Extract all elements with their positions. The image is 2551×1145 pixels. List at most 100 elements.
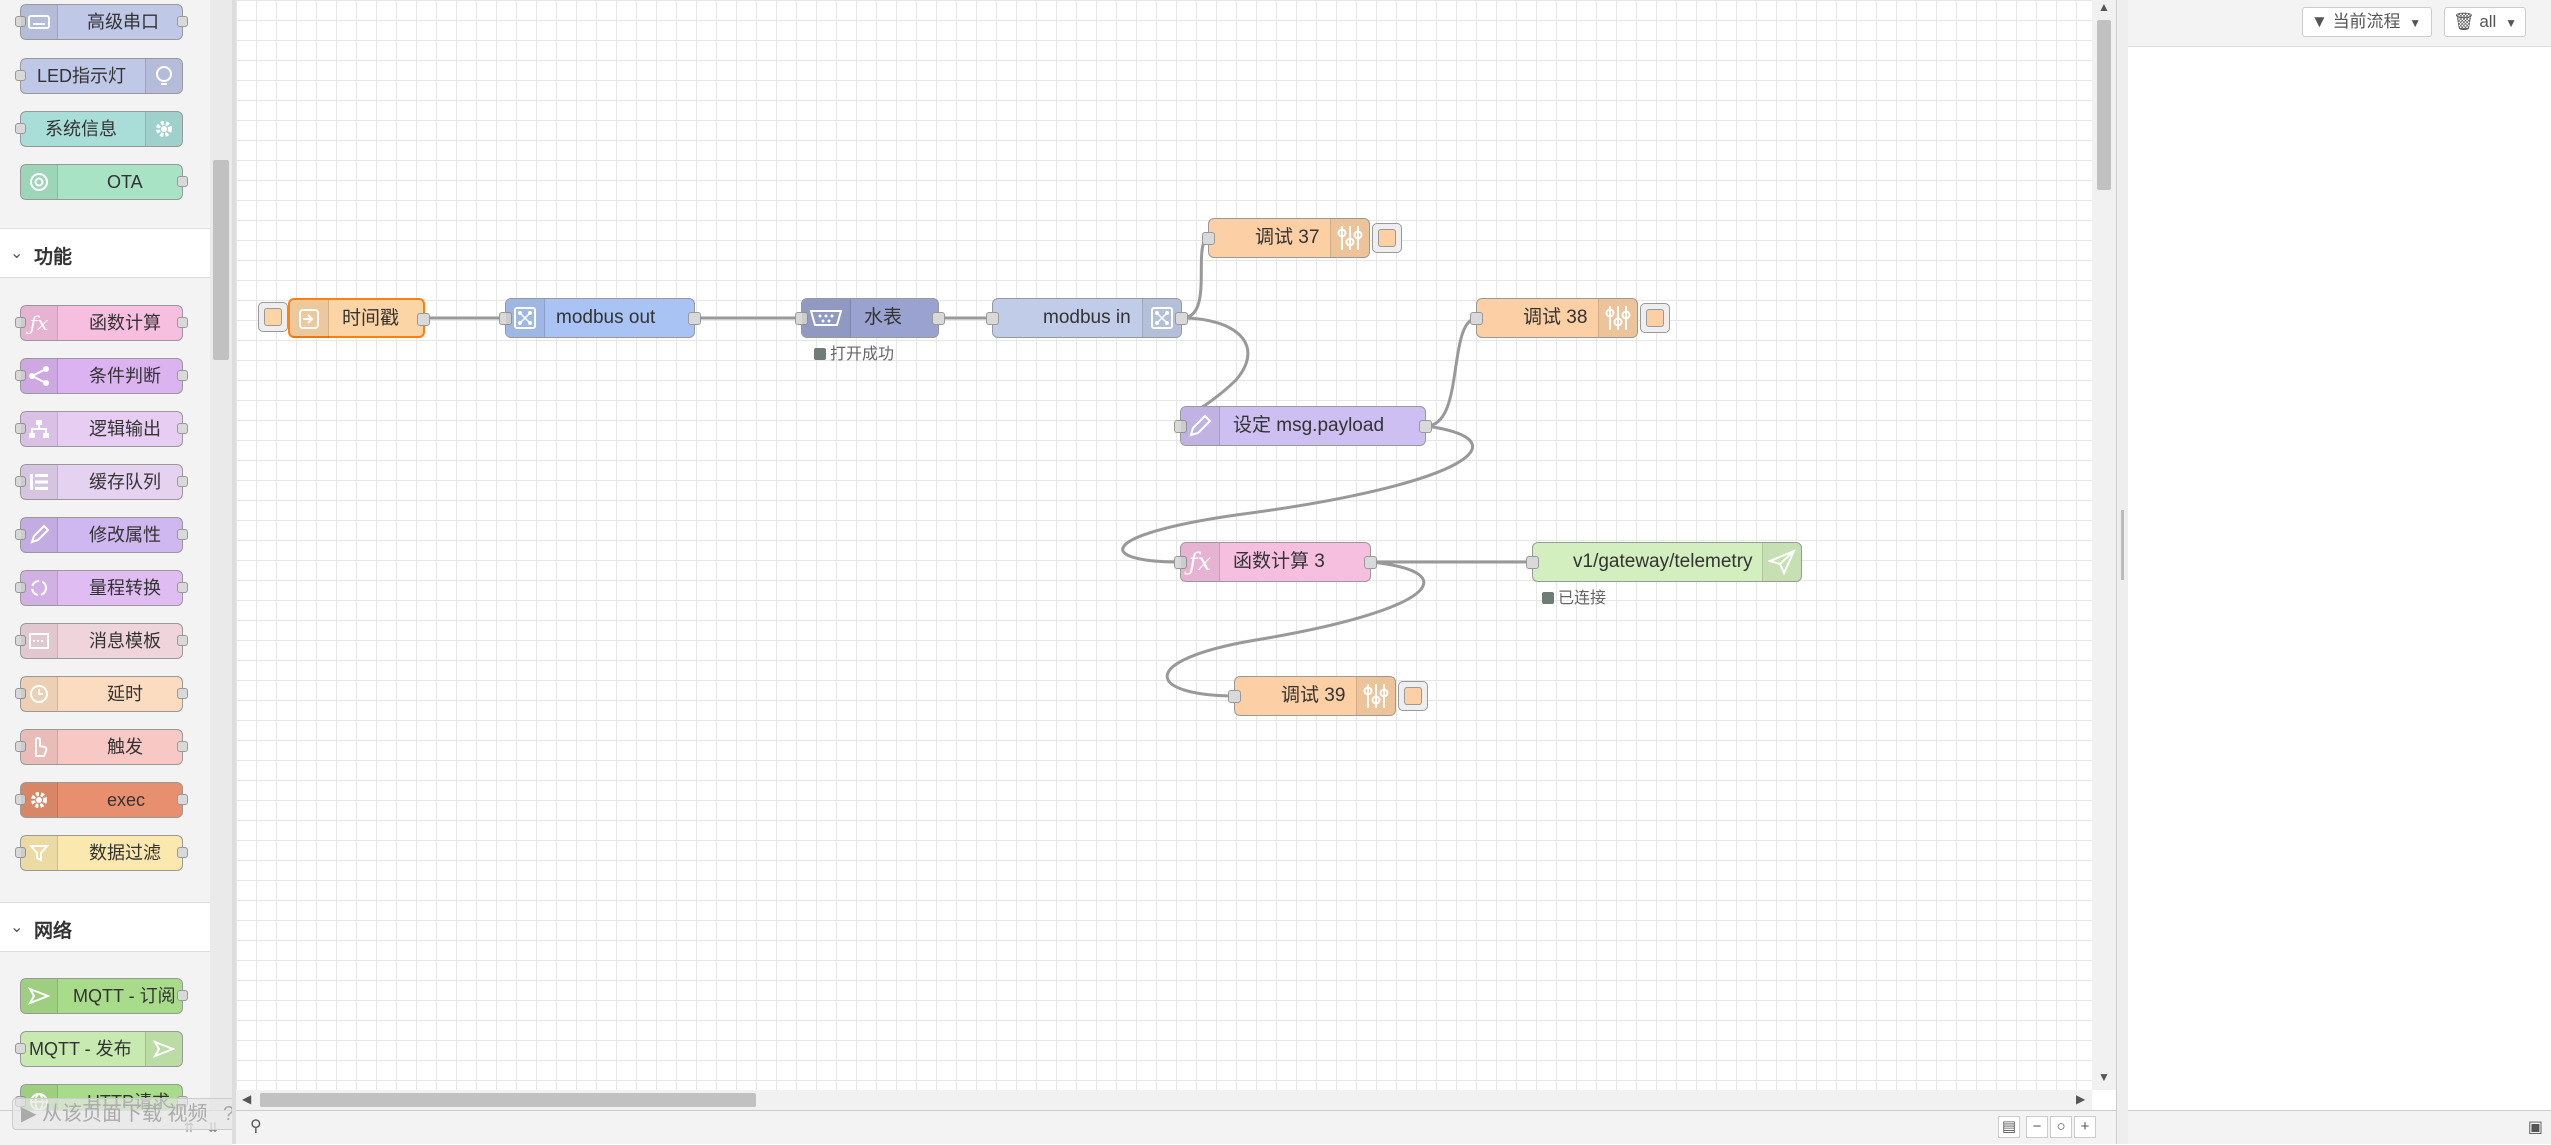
debug-filter-button[interactable]: ▼ 当前流程 ▼ bbox=[2302, 7, 2432, 37]
palette-node-range[interactable]: 量程转换 bbox=[15, 570, 188, 606]
category-header-network[interactable]: ⌄ 网络 bbox=[0, 902, 210, 952]
output-port[interactable] bbox=[1419, 420, 1432, 433]
palette-node-mqtt-out[interactable]: MQTT - 发布 bbox=[15, 1031, 183, 1067]
download-toast[interactable]: ▶ 从该页面下载 视频 ? ✕ bbox=[12, 1098, 272, 1130]
palette-node-led[interactable]: LED指示灯 bbox=[15, 58, 183, 94]
scroll-right-icon[interactable]: ▶ bbox=[2076, 1092, 2086, 1106]
flow-node-water-meter[interactable]: 水表 bbox=[795, 298, 945, 338]
input-port[interactable] bbox=[1228, 690, 1241, 703]
palette-node-ota[interactable]: OTA bbox=[20, 164, 188, 200]
flow-node-set-payload[interactable]: 设定 msg.payload bbox=[1174, 406, 1432, 446]
palette-node-label: 逻辑输出 bbox=[89, 419, 161, 439]
palette-node-function[interactable]: ƒx 函数计算 bbox=[15, 305, 188, 341]
flow-node-label: 函数计算 3 bbox=[1233, 551, 1325, 572]
zoom-reset-button[interactable]: ○ bbox=[2050, 1116, 2072, 1138]
debug-clear-button[interactable]: 🗑 all ▼ bbox=[2444, 7, 2526, 37]
cog-icon bbox=[21, 783, 58, 817]
clock-icon bbox=[21, 677, 58, 711]
palette-node-label: 触发 bbox=[107, 737, 143, 757]
input-port bbox=[15, 423, 26, 434]
input-port bbox=[15, 635, 26, 646]
flow-node-modbus-in[interactable]: modbus in bbox=[986, 298, 1188, 338]
play-icon: ▶ bbox=[21, 1103, 37, 1125]
output-port[interactable] bbox=[932, 312, 945, 325]
output-port bbox=[177, 688, 188, 699]
send-icon bbox=[145, 1032, 182, 1066]
scrollbar-thumb[interactable] bbox=[2097, 20, 2111, 190]
palette-node-queue[interactable]: 缓存队列 bbox=[15, 464, 188, 500]
status-dot bbox=[814, 348, 826, 360]
palette-node-logic-output[interactable]: 逻辑输出 bbox=[15, 411, 188, 447]
palette-node-label: 修改属性 bbox=[89, 525, 161, 545]
input-port bbox=[15, 317, 26, 328]
flow-node-mqtt-telemetry[interactable]: v1/gateway/telemetry bbox=[1526, 542, 1802, 582]
palette-node-trigger[interactable]: 触发 bbox=[15, 729, 188, 765]
separator-grip[interactable] bbox=[2121, 510, 2124, 580]
scrollbar-thumb[interactable] bbox=[260, 1093, 756, 1107]
flow-node-timestamp[interactable]: 时间戳 bbox=[288, 298, 430, 338]
palette-scrollbar-thumb[interactable] bbox=[213, 160, 229, 360]
palette-node-system-info[interactable]: 系统信息 bbox=[15, 111, 183, 147]
input-port bbox=[15, 123, 26, 134]
flow-node-modbus-out[interactable]: modbus out bbox=[499, 298, 701, 338]
palette-node-change[interactable]: 修改属性 bbox=[15, 517, 188, 553]
flow-node-function-3[interactable]: ƒx 函数计算 3 bbox=[1174, 542, 1377, 582]
input-port[interactable] bbox=[1174, 556, 1187, 569]
hierarchy-icon bbox=[21, 412, 58, 446]
debug-toggle-button[interactable] bbox=[1640, 303, 1670, 333]
palette-node-filter[interactable]: 数据过滤 bbox=[15, 835, 188, 871]
palette-node-template[interactable]: 消息模板 bbox=[15, 623, 188, 659]
scroll-down-icon[interactable]: ▼ bbox=[2098, 1070, 2110, 1084]
input-port[interactable] bbox=[1174, 420, 1187, 433]
input-port[interactable] bbox=[1202, 232, 1215, 245]
flow-node-debug-39[interactable]: 调试 39 bbox=[1228, 676, 1396, 716]
input-port[interactable] bbox=[1470, 312, 1483, 325]
input-port[interactable] bbox=[499, 312, 512, 325]
workspace-horizontal-scrollbar[interactable]: ◀ ▶ bbox=[236, 1090, 2092, 1110]
template-icon bbox=[21, 624, 58, 658]
output-port[interactable] bbox=[1175, 312, 1188, 325]
zoom-out-button[interactable]: − bbox=[2026, 1116, 2048, 1138]
output-port bbox=[177, 847, 188, 858]
palette-node-advanced-serial[interactable]: 高级串口 bbox=[15, 4, 188, 40]
sidebar-separator[interactable] bbox=[2116, 0, 2128, 1144]
filter-icon: ▼ bbox=[2311, 12, 2328, 31]
palette-node-mqtt-in[interactable]: MQTT - 订阅 bbox=[20, 978, 188, 1014]
debug-toggle-button[interactable] bbox=[1372, 223, 1402, 253]
palette-node-delay[interactable]: 延时 bbox=[15, 676, 188, 712]
monitor-icon[interactable]: ▣ bbox=[2527, 1119, 2543, 1136]
input-port[interactable] bbox=[1526, 556, 1539, 569]
category-header-function[interactable]: ⌄ 功能 bbox=[0, 228, 210, 278]
clear-label: all bbox=[2479, 12, 2497, 31]
palette-divider[interactable] bbox=[232, 0, 236, 1144]
flow-node-debug-37[interactable]: 调试 37 bbox=[1202, 218, 1370, 258]
gear-icon bbox=[145, 112, 182, 146]
input-port bbox=[15, 476, 26, 487]
output-port[interactable] bbox=[688, 312, 701, 325]
output-port[interactable] bbox=[417, 313, 430, 326]
flow-workspace[interactable]: 时间戳 modbus out 水表 打开成功 modbus in 调试 37 bbox=[236, 0, 2092, 1110]
palette-node-exec[interactable]: exec bbox=[15, 782, 188, 818]
scroll-left-icon[interactable]: ◀ bbox=[242, 1092, 252, 1106]
flow-node-label: 设定 msg.payload bbox=[1233, 415, 1385, 436]
input-port[interactable] bbox=[795, 312, 808, 325]
filter-label: 当前流程 bbox=[2332, 12, 2401, 31]
debug-toggle-button[interactable] bbox=[1398, 681, 1428, 711]
debug-icon bbox=[1330, 219, 1369, 257]
serial-port-icon bbox=[802, 299, 851, 337]
target-icon bbox=[21, 165, 58, 199]
zoom-in-button[interactable]: + bbox=[2074, 1116, 2096, 1138]
output-port[interactable] bbox=[1364, 556, 1377, 569]
input-port[interactable] bbox=[986, 312, 999, 325]
inject-trigger-button[interactable] bbox=[258, 302, 288, 332]
map-icon[interactable]: ▤ bbox=[1998, 1116, 2020, 1138]
flow-node-debug-38[interactable]: 调试 38 bbox=[1470, 298, 1638, 338]
help-icon[interactable]: ? bbox=[223, 1103, 235, 1125]
palette-node-switch[interactable]: 条件判断 bbox=[15, 358, 188, 394]
flow-node-label: modbus in bbox=[1043, 307, 1131, 328]
wire bbox=[1425, 316, 1479, 428]
search-icon[interactable]: ⚲ bbox=[250, 1118, 262, 1135]
workspace-vertical-scrollbar[interactable]: ▲ ▼ bbox=[2092, 0, 2116, 1090]
input-port bbox=[15, 70, 26, 81]
scroll-up-icon[interactable]: ▲ bbox=[2098, 0, 2110, 14]
